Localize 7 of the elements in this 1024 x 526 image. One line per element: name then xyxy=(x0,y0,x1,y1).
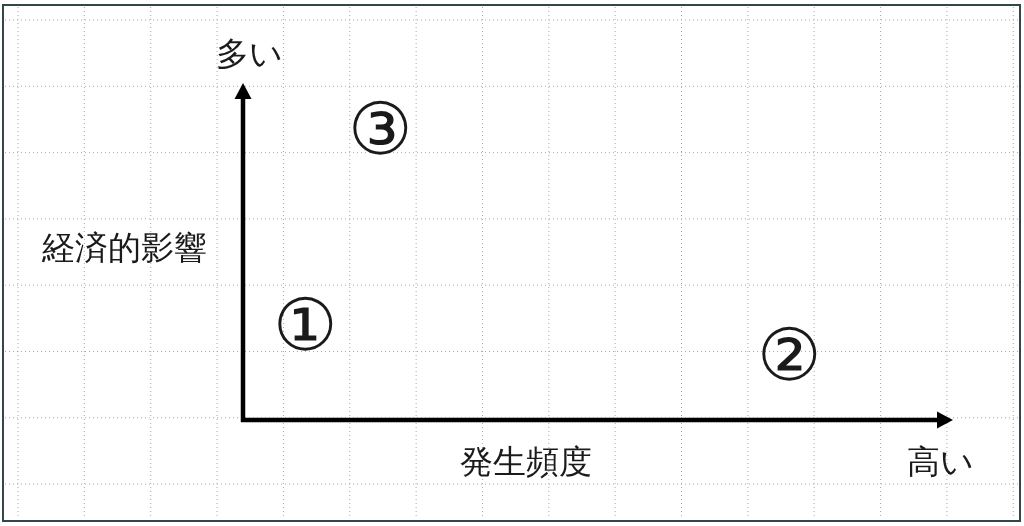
axis-title: 経済的影響 xyxy=(42,230,207,264)
circled-number: ② xyxy=(756,319,822,391)
circled-number: ① xyxy=(272,289,338,361)
axis-title: 発生頻度 xyxy=(460,444,592,478)
circled-number: ③ xyxy=(347,93,413,165)
axis-end-label: 高い xyxy=(906,444,974,478)
axis-end-label: 多い xyxy=(215,36,283,70)
